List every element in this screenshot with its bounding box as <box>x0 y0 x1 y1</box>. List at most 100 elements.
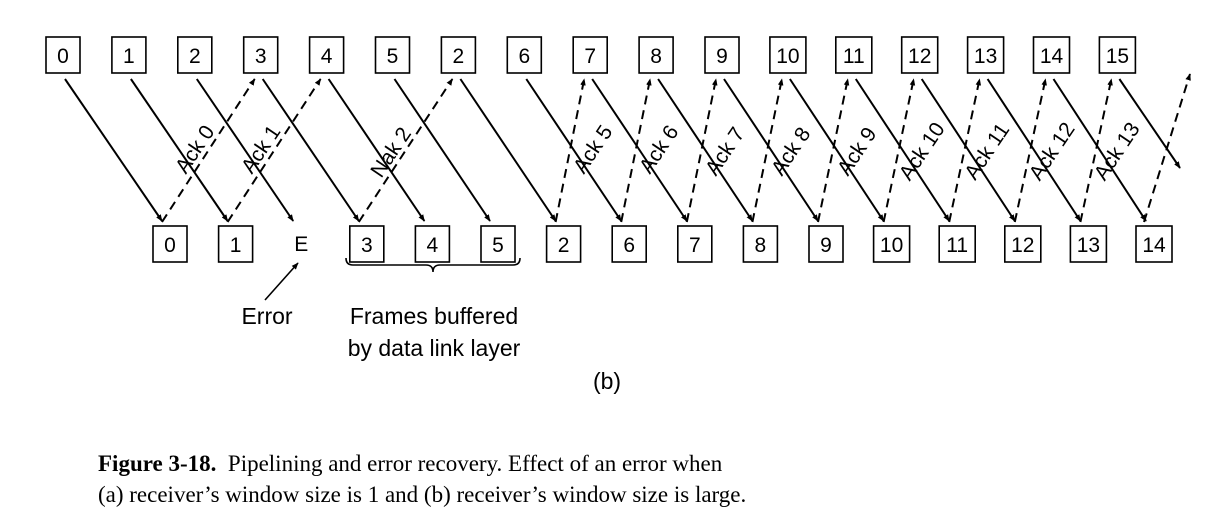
ack-label: Ack 6 <box>635 121 683 177</box>
ack-label: Ack 7 <box>701 123 749 179</box>
ack-label: Ack 9 <box>833 123 881 179</box>
frame-arrow <box>591 78 688 222</box>
sender-frame-label: 4 <box>321 45 333 68</box>
sender-frame-box <box>506 36 543 74</box>
receiver-frame-box <box>938 225 977 263</box>
receiver-frame-label: 6 <box>623 234 635 257</box>
sender-frame-box <box>177 36 213 74</box>
figure-caption: Figure 3-18. Pipelining and error recove… <box>98 448 746 510</box>
ack-label: Nak 2 <box>366 123 416 181</box>
sender-frame-label: 6 <box>518 45 530 68</box>
ack-arrow <box>357 78 454 223</box>
sender-frame-box <box>45 36 81 74</box>
sender-frame-label: 13 <box>974 45 997 68</box>
receiver-frame-box <box>611 225 648 263</box>
sender-frame-label: 9 <box>716 45 728 68</box>
frame-arrow <box>657 78 754 222</box>
ack-arrow <box>161 78 256 223</box>
receiver-frame-label: 8 <box>755 234 767 257</box>
sender-frame-label: 10 <box>776 45 799 68</box>
ack-arrow <box>751 78 784 223</box>
sender-frame-box <box>1098 36 1137 74</box>
caption-line2: (a) receiver’s window size is 1 and (b) … <box>98 482 747 507</box>
receiver-frame-label: 3 <box>361 234 373 257</box>
ack-arrow <box>817 78 850 223</box>
receiver-frame-label: 4 <box>427 234 439 257</box>
ack-label: Ack 12 <box>1025 118 1080 184</box>
sender-frame-box <box>111 36 147 74</box>
receiver-frame-box <box>480 225 516 263</box>
receiver-frame-box <box>1069 225 1108 263</box>
ack-arrow <box>554 78 586 223</box>
receiver-frame-label: 1 <box>230 234 242 257</box>
ack-arrow <box>948 78 982 223</box>
frame-arrow <box>789 78 885 222</box>
receiver-frame-label: 12 <box>1011 234 1034 257</box>
sender-frame-label: 0 <box>57 45 69 68</box>
sender-frame-label: 8 <box>650 45 662 68</box>
buffered-label-line1: Frames buffered <box>350 303 518 329</box>
sender-frame-label: 15 <box>1106 45 1129 68</box>
frame-arrow <box>327 78 426 222</box>
receiver-frame-box <box>1003 225 1042 263</box>
frame-arrow <box>1118 78 1181 169</box>
error-label: Error <box>241 303 292 329</box>
sender-transmissions <box>64 78 1181 222</box>
ack-arrow <box>620 78 652 223</box>
sender-frame-box <box>440 36 477 74</box>
sender-frame-box <box>900 36 939 74</box>
sender-frame-box <box>242 36 279 74</box>
sender-frame-label: 11 <box>843 45 865 68</box>
frame-arrow <box>854 78 951 222</box>
sender-frame-box <box>769 36 807 74</box>
figure-number: Figure 3-18. <box>98 451 217 476</box>
ack-arrow <box>1013 78 1047 223</box>
sender-frame-box <box>308 36 345 74</box>
ack-arrow <box>685 78 718 223</box>
receiver-frame-box <box>348 225 385 263</box>
ack-label: Ack 13 <box>1090 118 1145 184</box>
sender-frame-label: 12 <box>908 45 931 68</box>
sender-frame-label: 3 <box>255 45 267 68</box>
sender-frame-label: 2 <box>453 45 465 68</box>
receiver-frame-box <box>545 225 582 263</box>
frame-arrow <box>723 78 819 222</box>
receiver-frame-box <box>217 225 254 263</box>
sender-frame-label: 14 <box>1040 45 1064 68</box>
ack-arrow <box>882 78 916 223</box>
frame-arrow <box>64 78 163 222</box>
receiver-frame-label: 13 <box>1077 234 1100 257</box>
frame-arrow <box>920 78 1016 222</box>
error-pointer-arrow <box>264 262 299 301</box>
receiver-frame-label: 5 <box>492 234 504 257</box>
sender-frame-box <box>966 36 1005 74</box>
buffered-bracket <box>345 257 521 273</box>
frame-arrow <box>195 78 295 222</box>
ack-arrow <box>226 78 322 223</box>
receiver-frame-label: 11 <box>946 234 968 257</box>
ack-label: Ack 8 <box>767 123 815 179</box>
ack-arrow <box>1143 73 1191 223</box>
receiver-frame-label: 10 <box>880 234 903 257</box>
frame-arrow <box>459 78 557 222</box>
sender-frame-box <box>572 36 609 74</box>
ack-arrow <box>1079 78 1113 223</box>
receiver-frame-label: 14 <box>1142 234 1166 257</box>
frame-arrow <box>1052 78 1147 222</box>
acknowledgements <box>161 73 1191 223</box>
caption-text-1: Pipelining and error recovery. Effect of… <box>227 451 723 476</box>
receiver-frame-label: 0 <box>164 234 176 257</box>
sender-frame-label: 1 <box>123 45 135 68</box>
sender-frame-box <box>374 36 411 74</box>
receiver-error-marker: E <box>294 233 308 256</box>
buffered-label-line2: by data link layer <box>348 335 521 361</box>
sender-frame-box <box>1032 36 1071 74</box>
receiver-frame-label: 2 <box>558 234 570 257</box>
receiver-frame-label: 7 <box>689 234 701 257</box>
frame-arrow <box>986 78 1082 222</box>
frame-arrow <box>525 78 623 222</box>
part-label: (b) <box>593 368 621 394</box>
